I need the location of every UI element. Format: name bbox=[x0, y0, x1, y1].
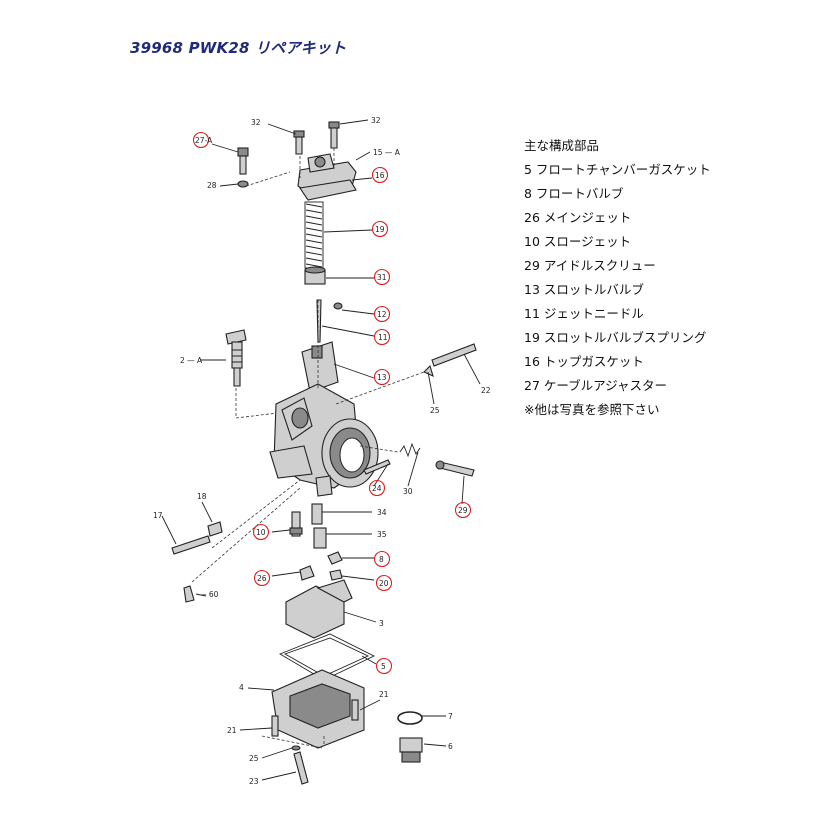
circled-callouts: 27-A 16 19 31 12 11 13 24 29 10 8 26 20 … bbox=[192, 131, 472, 675]
callout-24: 24 bbox=[372, 484, 382, 493]
callout-6: 6 bbox=[448, 742, 453, 751]
callout-28: 28 bbox=[207, 181, 217, 190]
callout-27a: 27-A bbox=[195, 136, 213, 145]
parts-list: 主な構成部品 5 フロートチャンバーガスケット 8 フロートバルブ 26 メイン… bbox=[524, 138, 711, 426]
callout-13: 13 bbox=[377, 373, 387, 382]
callout-60: — 60 bbox=[199, 590, 219, 599]
parts-list-item: 27 ケーブルアジャスター bbox=[524, 378, 668, 393]
callout-19: 19 bbox=[375, 225, 385, 234]
parts-list-note: ※他は写真を参照下さい bbox=[524, 402, 660, 417]
parts-list-item: 5 フロートチャンバーガスケット bbox=[524, 162, 711, 177]
callout-20: 20 bbox=[379, 579, 389, 588]
callout-17: 17 bbox=[153, 511, 163, 520]
callout-3: 3 bbox=[379, 619, 384, 628]
callout-8: 8 bbox=[379, 555, 384, 564]
parts-list-item: 11 ジェットニードル bbox=[524, 306, 644, 321]
float-chamber-group bbox=[261, 633, 423, 785]
callout-7: 7 bbox=[448, 712, 453, 721]
parts-list-item: 10 スロージェット bbox=[524, 234, 632, 249]
callout-29: 29 bbox=[458, 506, 468, 515]
parts-list-item: 19 スロットルバルブスプリング bbox=[524, 330, 707, 345]
throttle-slide-group bbox=[301, 299, 477, 393]
parts-list-heading: 主な構成部品 bbox=[524, 138, 600, 153]
plain-callouts: 32 32 15 — A 28 2 — A 22 25 30 18 17 34 … bbox=[153, 116, 491, 786]
callout-15a: 15 — A bbox=[373, 148, 401, 157]
jets-group bbox=[171, 479, 353, 639]
callout-4: 4 bbox=[239, 683, 244, 692]
parts-list-item: 26 メインジェット bbox=[524, 210, 632, 225]
callout-22: 22 bbox=[481, 386, 491, 395]
parts-list-item: 13 スロットルバルブ bbox=[524, 282, 644, 297]
page-title: 39968 PWK28 リペアキット bbox=[130, 39, 347, 57]
callout-18: 18 bbox=[197, 492, 207, 501]
top-cap-group bbox=[237, 121, 357, 285]
callout-34: 34 bbox=[377, 508, 387, 517]
callout-12: 12 bbox=[377, 310, 387, 319]
callout-32-right: 32 bbox=[371, 116, 381, 125]
callout-10: 10 bbox=[256, 528, 266, 537]
leader-lines bbox=[161, 119, 481, 781]
callout-21-left: 21 bbox=[227, 726, 237, 735]
callout-35: 35 bbox=[377, 530, 387, 539]
callout-25-top: 25 bbox=[430, 406, 440, 415]
callout-31: 31 bbox=[377, 273, 387, 282]
air-screw-group bbox=[225, 329, 287, 419]
parts-list-item: 16 トップガスケット bbox=[524, 354, 644, 369]
callout-2a: 2 — A bbox=[180, 356, 203, 365]
parts-list-item: 8 フロートバルブ bbox=[524, 186, 624, 201]
callout-30: 30 bbox=[403, 487, 413, 496]
callout-26: 26 bbox=[257, 574, 267, 583]
callout-5: 5 bbox=[381, 662, 386, 671]
parts-list-item: 29 アイドルスクリュー bbox=[524, 258, 656, 273]
callout-11: 11 bbox=[378, 333, 388, 342]
callout-32-left: 32 bbox=[251, 118, 261, 127]
callout-21-right: 21 bbox=[379, 690, 389, 699]
callout-16: 16 bbox=[375, 171, 385, 180]
callout-25-bottom: 25 bbox=[249, 754, 259, 763]
callout-23: 23 bbox=[249, 777, 259, 786]
carb-body bbox=[269, 300, 475, 497]
